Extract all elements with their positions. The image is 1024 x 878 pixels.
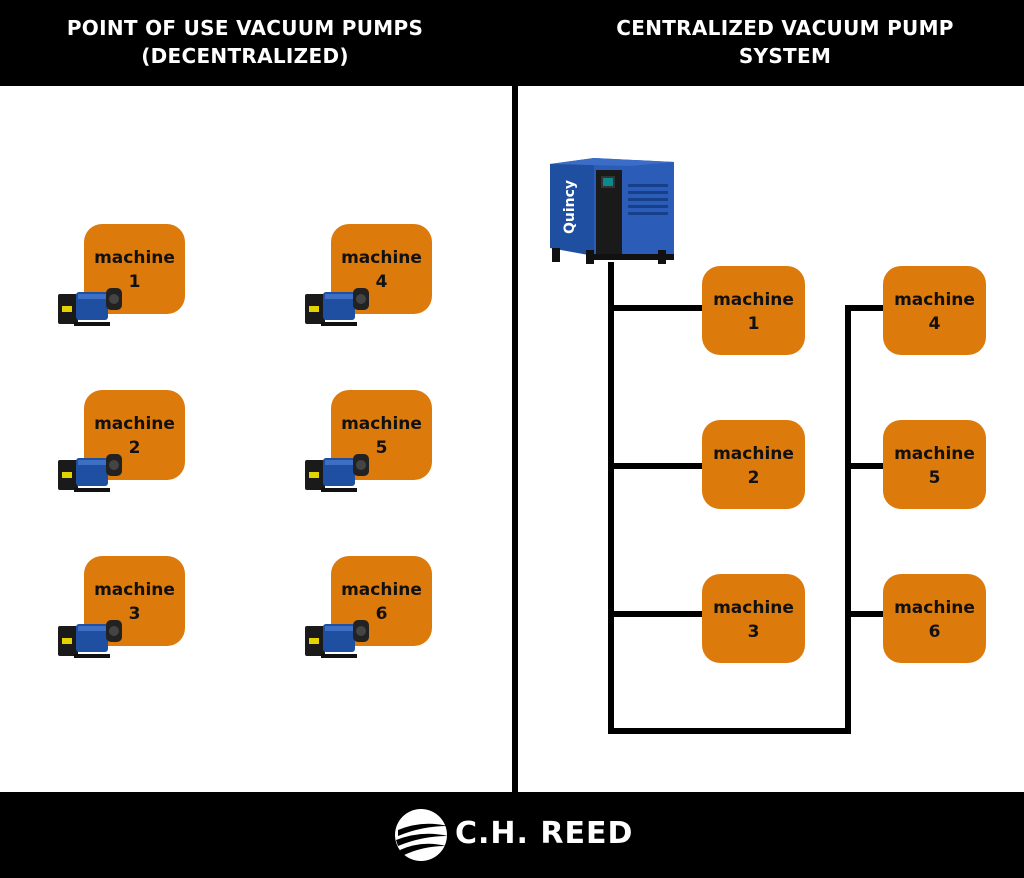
centralized-machine-3: machine 3 xyxy=(702,574,805,663)
machine-number: 1 xyxy=(747,314,760,334)
decentralized-machine-6: machine 6 xyxy=(331,556,432,646)
decentralized-machine-3: machine 3 xyxy=(84,556,185,646)
rotary-vacuum-pump-icon xyxy=(305,620,369,658)
machine-label: machine xyxy=(341,414,422,434)
machine-label: machine xyxy=(94,248,175,268)
decentralized-title-line1: POINT OF USE VACUUM PUMPS xyxy=(66,16,424,40)
machine-number: 4 xyxy=(928,314,941,334)
machine-number: 3 xyxy=(128,604,141,624)
machine-number: 4 xyxy=(375,272,388,292)
quincy-brand-text: Quincy xyxy=(562,180,578,234)
centralized-title-line1: CENTRALIZED VACUUM PUMP xyxy=(616,16,954,40)
decentralized-title: POINT OF USE VACUUM PUMPS (DECENTRALIZED… xyxy=(40,14,450,70)
machine-number: 6 xyxy=(928,622,941,642)
rotary-vacuum-pump-icon xyxy=(58,288,122,326)
machine-number: 3 xyxy=(747,622,760,642)
rotary-vacuum-pump-icon xyxy=(58,620,122,658)
machine-number: 5 xyxy=(928,468,941,488)
branch-pipe-machine-3 xyxy=(608,611,704,617)
branch-pipe-machine-6 xyxy=(845,611,885,617)
rotary-vacuum-pump-icon xyxy=(305,454,369,492)
machine-number: 2 xyxy=(128,438,141,458)
main-pipe-vertical xyxy=(608,262,614,734)
header-bar: POINT OF USE VACUUM PUMPS (DECENTRALIZED… xyxy=(0,0,1024,86)
central-vacuum-pump-unit-icon: Quincy xyxy=(550,158,674,264)
branch-pipe-machine-1 xyxy=(608,305,704,311)
decentralized-title-line2: (DECENTRALIZED) xyxy=(141,44,349,68)
machine-label: machine xyxy=(341,248,422,268)
centralized-title: CENTRALIZED VACUUM PUMP SYSTEM xyxy=(560,14,1010,70)
centralized-machine-4: machine 4 xyxy=(883,266,986,355)
machine-number: 6 xyxy=(375,604,388,624)
panel-divider xyxy=(512,86,518,792)
main-pipe-bottom xyxy=(608,728,850,734)
machine-label: machine xyxy=(894,444,975,464)
machine-label: machine xyxy=(94,414,175,434)
second-branch-pipe-vertical xyxy=(845,305,851,734)
machine-number: 5 xyxy=(375,438,388,458)
machine-label: machine xyxy=(341,580,422,600)
centralized-machine-6: machine 6 xyxy=(883,574,986,663)
machine-label: machine xyxy=(713,290,794,310)
machine-label: machine xyxy=(94,580,175,600)
machine-label: machine xyxy=(894,598,975,618)
machine-number: 2 xyxy=(747,468,760,488)
branch-pipe-machine-4 xyxy=(845,305,885,311)
brand-name: C.H. REED xyxy=(455,816,634,851)
machine-number: 1 xyxy=(128,272,141,292)
ch-reed-brand: C.H. REED xyxy=(392,806,652,864)
branch-pipe-machine-2 xyxy=(608,463,704,469)
centralized-title-line2: SYSTEM xyxy=(738,44,832,68)
machine-label: machine xyxy=(713,444,794,464)
rotary-vacuum-pump-icon xyxy=(305,288,369,326)
centralized-machine-2: machine 2 xyxy=(702,420,805,509)
branch-pipe-machine-5 xyxy=(845,463,885,469)
decentralized-machine-5: machine 5 xyxy=(331,390,432,480)
machine-label: machine xyxy=(894,290,975,310)
footer-bar xyxy=(0,792,1024,878)
ch-reed-swoosh-logo-icon xyxy=(395,809,448,861)
machine-label: machine xyxy=(713,598,794,618)
centralized-machine-5: machine 5 xyxy=(883,420,986,509)
centralized-machine-1: machine 1 xyxy=(702,266,805,355)
rotary-vacuum-pump-icon xyxy=(58,454,122,492)
